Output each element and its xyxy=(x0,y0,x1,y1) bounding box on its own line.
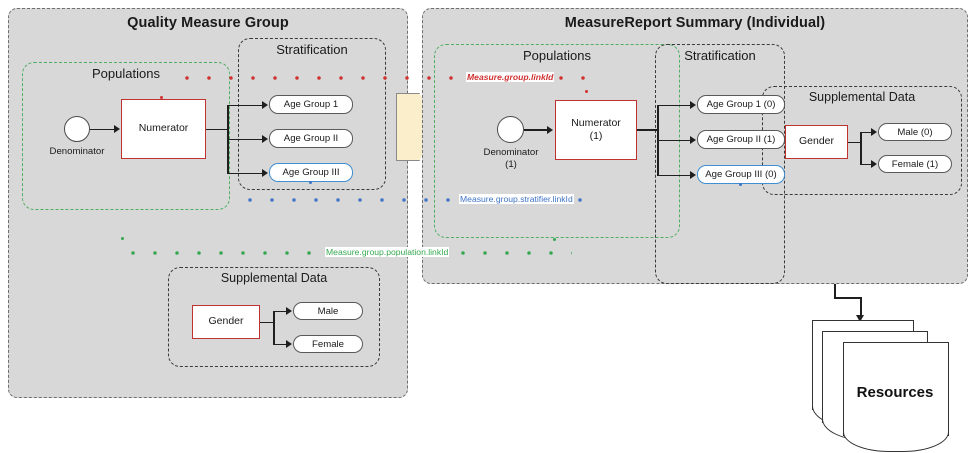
left-denominator-node xyxy=(64,116,90,142)
left-stratification-region: Stratification xyxy=(238,38,386,190)
left-gender-line-male xyxy=(273,310,289,313)
resource-sheet-front-wave xyxy=(843,431,949,452)
right-stratum-age-group-2[interactable]: Age Group II (1) xyxy=(697,130,785,149)
right-numerator-trunk xyxy=(637,129,659,132)
right-stratum-age-group-3[interactable]: Age Group III (0) xyxy=(697,165,785,184)
right-branch-arrow-3 xyxy=(690,171,696,179)
left-supplemental-female-label: Female xyxy=(312,338,344,350)
left-numerator-trunk xyxy=(206,128,228,131)
left-denominator-to-numerator-line xyxy=(90,128,117,131)
left-numerator-label: Numerator xyxy=(138,122,189,135)
left-supplemental-male-label: Male xyxy=(317,305,339,317)
left-branch-arrow-2 xyxy=(262,135,268,143)
right-populations-title: Populations xyxy=(523,48,591,63)
left-gender-arrow-male xyxy=(286,307,292,315)
right-gender-arrow-female xyxy=(871,160,877,168)
measurereport-summary-panel: MeasureReport Summary (Individual) xyxy=(422,8,968,284)
group-linkid-dot-numerator xyxy=(160,96,164,100)
right-numerator-node: Numerator (1) xyxy=(555,100,637,160)
right-denominator-to-numerator-arrow xyxy=(547,125,553,134)
right-gender-trunk xyxy=(848,141,861,144)
left-stratification-title: Stratification xyxy=(276,42,348,57)
population-linkid-dot-right xyxy=(553,238,557,242)
right-gender-line-male xyxy=(860,131,874,134)
left-supplemental-title: Supplemental Data xyxy=(220,271,328,285)
left-branch-arrow-1 xyxy=(262,101,268,109)
right-gender-line-female xyxy=(860,163,874,166)
group-linkid-dot-right-numerator xyxy=(585,90,589,94)
population-linkid-label: Measure.group.population.linkId xyxy=(325,247,450,258)
right-stratification-title: Stratification xyxy=(684,48,756,63)
resources-connector-horizontal xyxy=(834,297,862,299)
resources-connector-vertical-a xyxy=(834,284,836,298)
left-stratum-age-group-3[interactable]: Age Group III xyxy=(269,163,353,182)
right-supplemental-gender-node: Gender xyxy=(785,125,848,159)
left-supplemental-female[interactable]: Female xyxy=(293,335,363,353)
population-linkid-dot-left xyxy=(121,237,125,241)
right-supplemental-gender-label: Gender xyxy=(798,135,835,148)
quality-measure-group-title: Quality Measure Group xyxy=(127,15,289,31)
right-stratification-region: Stratification xyxy=(655,44,785,284)
right-stratum-age-group-1-label: Age Group 1 (0) xyxy=(706,99,776,110)
left-supplemental-male[interactable]: Male xyxy=(293,302,363,320)
right-stratum-age-group-2-label: Age Group II (1) xyxy=(706,134,776,145)
stratifier-linkid-dot-left xyxy=(309,181,313,185)
resource-sheet-front xyxy=(843,342,949,436)
resources-connector-arrow xyxy=(856,315,864,322)
left-branch-line-1 xyxy=(227,104,265,107)
stratifier-linkid-dot-right xyxy=(739,183,743,187)
right-denominator-node xyxy=(497,116,524,143)
right-gender-spine xyxy=(860,132,862,164)
left-populations-region: Populations xyxy=(22,62,230,210)
right-branch-arrow-2 xyxy=(690,136,696,144)
left-stratum-age-group-2-label: Age Group II xyxy=(283,133,339,144)
left-gender-arrow-female xyxy=(286,340,292,348)
right-branch-line-2 xyxy=(657,139,693,142)
left-branch-line-3 xyxy=(227,172,265,175)
left-branch-line-2 xyxy=(227,138,265,141)
right-branch-line-3 xyxy=(657,174,693,177)
right-supplemental-female[interactable]: Female (1) xyxy=(878,155,952,173)
right-supplemental-title: Supplemental Data xyxy=(808,90,916,104)
left-supplemental-gender-label: Gender xyxy=(208,315,244,328)
left-denominator-label: Denominator xyxy=(49,146,105,157)
left-gender-trunk xyxy=(260,321,274,324)
right-numerator-count: (1) xyxy=(589,130,603,142)
right-stratum-age-group-3-label: Age Group III (0) xyxy=(705,169,777,180)
left-stratum-age-group-1-label: Age Group 1 xyxy=(283,99,339,110)
left-numerator-node: Numerator xyxy=(121,99,206,159)
left-stratum-age-group-3-label: Age Group III xyxy=(282,167,340,178)
group-linkid-label: Measure.group.linkId xyxy=(466,72,555,83)
left-denominator-to-numerator-arrow xyxy=(114,125,120,133)
right-supplemental-male[interactable]: Male (0) xyxy=(878,123,952,141)
stratifier-linkid-trail xyxy=(239,198,599,202)
left-stratum-age-group-1[interactable]: Age Group 1 xyxy=(269,95,353,114)
right-branch-arrow-1 xyxy=(690,101,696,109)
left-branch-arrow-3 xyxy=(262,169,268,177)
right-stratum-age-group-1[interactable]: Age Group 1 (0) xyxy=(697,95,785,114)
right-numerator-label: Numerator xyxy=(571,116,621,129)
stratifier-linkid-label: Measure.group.stratifier.linkId xyxy=(459,194,574,205)
measurereport-summary-title: MeasureReport Summary (Individual) xyxy=(564,15,826,31)
left-stratum-age-group-2[interactable]: Age Group II xyxy=(269,129,353,148)
left-supplemental-gender-node: Gender xyxy=(192,305,260,339)
right-denominator-to-numerator-line xyxy=(524,129,550,131)
right-denominator-count: (1) xyxy=(505,159,517,170)
right-branch-line-1 xyxy=(657,104,693,107)
left-gender-line-female xyxy=(273,343,289,346)
resources-label: Resources xyxy=(856,384,934,401)
group-linkid-trail xyxy=(176,76,596,80)
right-supplemental-male-label: Male (0) xyxy=(897,126,933,138)
right-gender-arrow-male xyxy=(871,128,877,136)
left-supplemental-region: Supplemental Data xyxy=(168,267,380,367)
right-denominator-label: Denominator xyxy=(483,147,539,158)
right-supplemental-female-label: Female (1) xyxy=(891,158,939,170)
resources-connector-vertical-b xyxy=(860,297,862,318)
left-gender-spine xyxy=(273,311,275,344)
left-populations-title: Populations xyxy=(92,66,160,81)
